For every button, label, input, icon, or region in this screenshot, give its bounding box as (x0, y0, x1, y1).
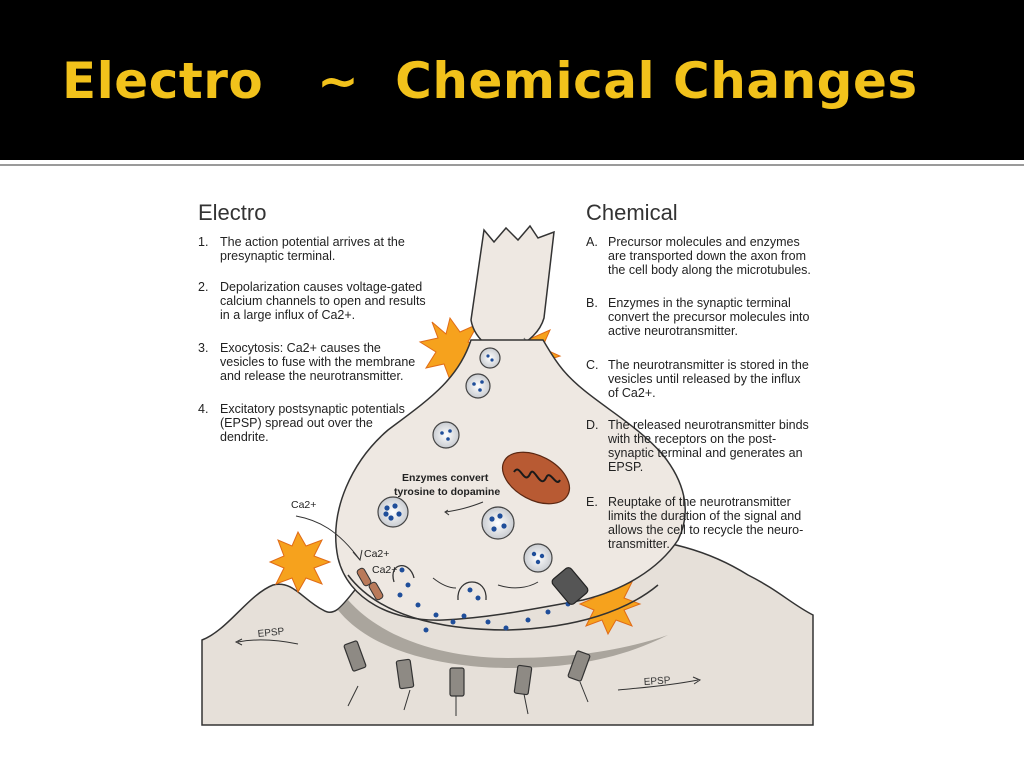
fusing-vesicle (392, 565, 415, 583)
receptors (343, 640, 591, 697)
epsp-right-label: EPSP (643, 675, 671, 688)
vesicle-contents (383, 354, 545, 565)
calcium-channel (356, 567, 384, 601)
flash-left (268, 530, 332, 594)
synapse-figure: Enzymes convert tyrosine to dopamine Ca2… (188, 190, 836, 735)
arrows (234, 501, 702, 716)
title-bar: Electro ~ Chemical Changes (0, 0, 1024, 160)
enzymes-label-line1: Enzymes convert (402, 472, 489, 484)
electro-heading: Electro (198, 200, 267, 225)
vesicles (377, 347, 553, 573)
calcium-label-2: Ca2+ (364, 548, 389, 560)
slide-title: Electro ~ Chemical Changes (62, 52, 918, 110)
calcium-label-1: Ca2+ (291, 499, 316, 511)
mitochondrion (501, 451, 571, 505)
reuptake-transporter (551, 567, 589, 605)
axon (470, 224, 555, 347)
title-divider (0, 164, 1024, 166)
synapse-diagram: Enzymes convert tyrosine to dopamine Ca2… (201, 224, 814, 726)
presynaptic-membrane (347, 574, 659, 631)
synaptic-cleft (338, 600, 668, 668)
chemical-heading: Chemical (586, 200, 678, 225)
calcium-label-3: Ca2+ (372, 564, 397, 576)
epsp-left-label: EPSP (257, 626, 285, 640)
enzymes-label-line2: tyrosine to dopamine (394, 486, 500, 498)
